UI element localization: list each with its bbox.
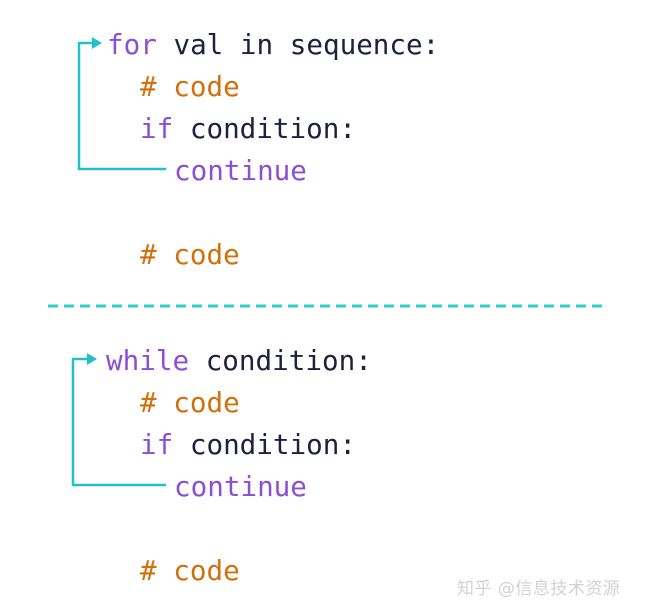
for-statement-line: for val in sequence: [107,29,439,61]
code-comment: # code [140,238,240,271]
while-condition: condition: [189,344,372,377]
for-after-comment-line: # code [140,239,240,271]
if-keyword: if [140,112,174,145]
while-loop-continue-arrow-icon [71,353,166,487]
while-keyword: while [106,344,190,377]
code-comment: # code [140,554,240,587]
watermark: 知乎 @信息技术资源 [457,579,621,599]
if-condition: condition: [173,112,356,145]
while-if-line: if condition: [140,429,356,461]
for-continue-line: continue [174,155,307,187]
if-condition: condition: [173,428,356,461]
while-continue-line: continue [174,471,307,503]
for-if-line: if condition: [140,113,356,145]
while-after-comment-line: # code [140,555,240,587]
for-clause: val in sequence: [156,28,440,61]
code-comment: # code [140,70,240,103]
for-keyword: for [107,28,157,61]
continue-keyword: continue [174,470,307,503]
for-comment-line: # code [140,71,240,103]
continue-keyword: continue [174,154,307,187]
while-comment-line: # code [140,387,240,419]
code-comment: # code [140,386,240,419]
if-keyword: if [140,428,174,461]
while-statement-line: while condition: [106,345,372,377]
for-loop-continue-arrow-icon [77,37,166,171]
